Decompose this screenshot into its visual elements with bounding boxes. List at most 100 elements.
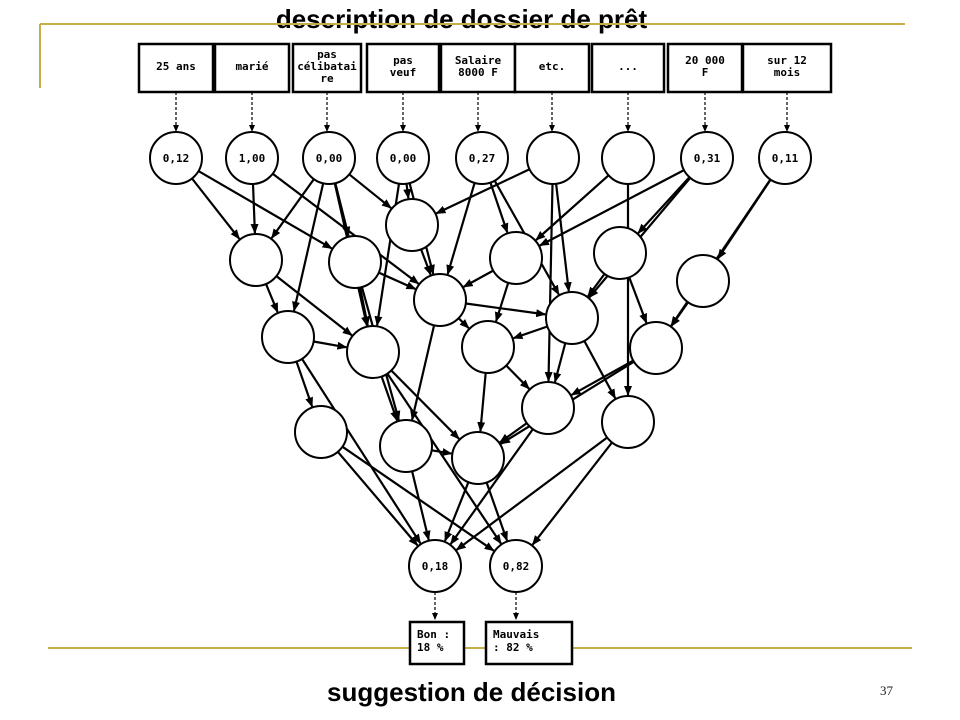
neuron-o0: 0,18 bbox=[408, 539, 462, 593]
edge-h-u bbox=[583, 340, 617, 400]
neuron-circle bbox=[593, 226, 647, 280]
neuron-circle bbox=[408, 539, 462, 593]
label-line: re bbox=[320, 72, 334, 85]
neuron-circle bbox=[261, 310, 315, 364]
neuron-circle bbox=[521, 381, 575, 435]
edge-i6-d bbox=[535, 174, 610, 241]
page-number: 37 bbox=[880, 683, 893, 698]
neuron-i1: 1,00 bbox=[225, 131, 279, 185]
neuron-i4: 0,27 bbox=[455, 131, 509, 185]
label-line: 8000 F bbox=[458, 66, 498, 79]
neuron-circle bbox=[149, 131, 203, 185]
edge-c-m bbox=[359, 287, 370, 327]
neuron-o1: 0,82 bbox=[489, 539, 543, 593]
neuron-circle bbox=[302, 131, 356, 185]
neuron-circle bbox=[225, 131, 279, 185]
edge-i3-a bbox=[403, 183, 412, 200]
input-box-frame bbox=[590, 42, 666, 94]
edge-n-v bbox=[477, 372, 487, 433]
edge-s-o0 bbox=[336, 451, 419, 547]
neuron-i8: 0,11 bbox=[758, 131, 812, 185]
neuron-circle bbox=[413, 273, 467, 327]
decision-box-frame bbox=[484, 620, 574, 666]
neuron-circle bbox=[376, 131, 430, 185]
edge-i0-b bbox=[191, 177, 241, 240]
input-box-frame bbox=[513, 42, 591, 94]
neuron-d bbox=[489, 231, 543, 285]
activation-value: 0,00 bbox=[390, 152, 417, 165]
neuron-a bbox=[385, 198, 439, 252]
neuron-s bbox=[294, 405, 348, 459]
edge-i4-d bbox=[489, 182, 509, 234]
neuron-circle bbox=[461, 320, 515, 374]
label-line: Salaire bbox=[455, 54, 502, 67]
neuron-u bbox=[601, 395, 655, 449]
neuron-circle bbox=[601, 131, 655, 185]
activation-value: 0,12 bbox=[163, 152, 190, 165]
input-box-frame bbox=[666, 42, 744, 94]
edge-i1-b bbox=[250, 183, 259, 234]
label-line: pas bbox=[317, 48, 337, 61]
edge-k-o0 bbox=[301, 358, 422, 545]
activation-value: 1,00 bbox=[239, 152, 266, 165]
edge-h-q bbox=[553, 342, 567, 383]
edge-u-o0 bbox=[455, 436, 608, 551]
label-line: pas bbox=[393, 54, 413, 67]
neuron-circle bbox=[601, 395, 655, 449]
input-box-frame bbox=[741, 42, 833, 94]
label-line: F bbox=[702, 66, 709, 79]
neuron-circle bbox=[294, 405, 348, 459]
decision-label-line: Bon : bbox=[417, 628, 450, 641]
edge-i2-b bbox=[270, 178, 315, 239]
edge-a-g bbox=[420, 249, 432, 276]
label-line: veuf bbox=[390, 66, 417, 79]
label-line: 20 000 bbox=[685, 54, 725, 67]
edge-g-t bbox=[410, 325, 436, 421]
neuron-circle bbox=[545, 291, 599, 345]
edge-d-n bbox=[494, 282, 510, 323]
edge-k-m bbox=[313, 340, 348, 350]
neuron-circle bbox=[629, 321, 683, 375]
neuron-i7: 0,31 bbox=[680, 131, 734, 185]
label-line: 25 ans bbox=[156, 60, 196, 73]
edge-i7-d bbox=[539, 169, 685, 247]
neuron-h bbox=[545, 291, 599, 345]
input-box-5: etc. bbox=[513, 42, 591, 94]
edges bbox=[191, 168, 772, 552]
neuron-c bbox=[328, 235, 382, 289]
neuron-circle bbox=[346, 325, 400, 379]
decision-box-1: Mauvais: 82 % bbox=[484, 620, 574, 666]
edge-i0-c bbox=[197, 170, 333, 250]
neuron-g bbox=[413, 273, 467, 327]
edge-v-o1 bbox=[485, 482, 509, 542]
edge-i5-h bbox=[555, 183, 572, 293]
neuron-i6 bbox=[601, 131, 655, 185]
neuron-circle bbox=[489, 231, 543, 285]
neuron-f bbox=[676, 254, 730, 308]
decision-caption: suggestion de décision bbox=[327, 677, 616, 707]
decision-label-line: : 82 % bbox=[493, 641, 533, 654]
neuron-circle bbox=[451, 431, 505, 485]
edge-m-o1 bbox=[386, 372, 502, 545]
edge-i5-q bbox=[544, 183, 554, 382]
edge-c-g bbox=[378, 271, 417, 291]
edge-q-o0 bbox=[449, 428, 534, 545]
edge-i2-k bbox=[292, 183, 325, 312]
activation-value: 0,82 bbox=[503, 560, 530, 573]
neuron-p bbox=[629, 321, 683, 375]
neuron-i0: 0,12 bbox=[149, 131, 203, 185]
edge-u-o1 bbox=[531, 441, 613, 546]
label-line: ... bbox=[618, 60, 638, 73]
label-line: etc. bbox=[539, 60, 566, 73]
input-box-frame bbox=[291, 42, 363, 94]
neuron-circle bbox=[328, 235, 382, 289]
neuron-b bbox=[229, 233, 283, 287]
neuron-t bbox=[379, 419, 433, 473]
